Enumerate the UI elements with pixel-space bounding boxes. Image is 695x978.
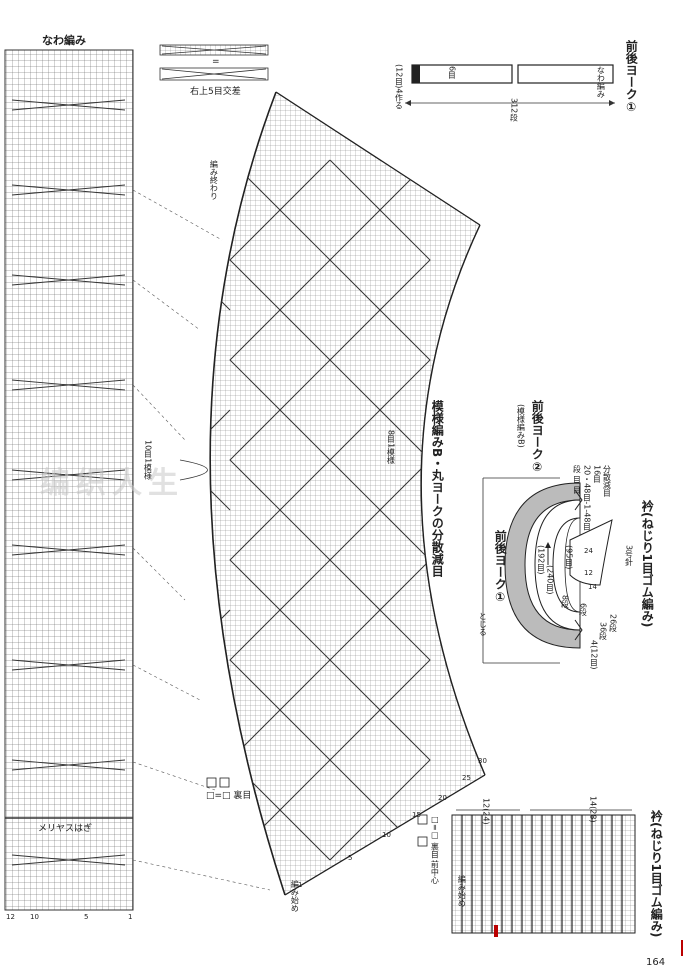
row-30: 30: [478, 757, 487, 765]
row-5: 5: [348, 854, 353, 862]
bottom-marker: 編み始め: [290, 880, 300, 912]
decrease-sts: 16目: [592, 465, 602, 484]
schematic-yoke1-title: 前後ヨーク①: [493, 530, 508, 604]
collar-bottom-b: 前中心: [430, 860, 440, 884]
yoke-symbol-note: □=□ 裏目: [206, 791, 252, 801]
collar-count-b: 14(28): [588, 796, 598, 823]
symbol-legend-box: [206, 777, 217, 788]
needle-size: 3号針: [624, 545, 634, 567]
count-24: 24: [584, 547, 593, 555]
cable-axis-12: 12: [6, 913, 15, 921]
pattern-repeat: 8目1模様: [386, 430, 396, 465]
close-label: とじる: [478, 612, 488, 636]
yoke1-title: 前後ヨーク①: [624, 40, 639, 114]
collar-count-a: 12(24): [481, 798, 491, 825]
symbol-legend-box: [417, 814, 428, 825]
decrease-range: 20・48目-1-48目: [582, 465, 592, 531]
yoke-schematic: [482, 477, 613, 664]
legend-cross-label: 右上5目交差: [190, 87, 241, 97]
collar-chart: [451, 809, 636, 937]
schematic-collar-title: 衿(ねじり1目ゴム編み): [640, 500, 655, 628]
symbol-legend-box: [219, 777, 230, 788]
collar-bottom-a: 編み始め: [457, 875, 467, 907]
schematic-yoke2-sub: (模様編みB): [516, 404, 526, 448]
small-6: 6段: [578, 603, 588, 617]
yoke-side-label: (12目)4作る: [394, 64, 404, 110]
rows-top: 段 目 目: [572, 465, 582, 495]
cable-cross-legend: [159, 44, 269, 81]
page-number: 164: [646, 957, 666, 968]
row-15: 15: [412, 811, 421, 819]
connector-lines: [132, 189, 271, 891]
right-b: 36段: [598, 622, 608, 641]
right-a: 26段: [608, 614, 618, 633]
count-center: (95目): [564, 545, 574, 570]
count-bottom: 8段: [560, 595, 570, 609]
collar-chart-title: 衿(ねじり1目ゴム編み): [649, 810, 664, 938]
row-20: 20: [438, 794, 447, 802]
decrease-note: 分散減目: [602, 465, 612, 497]
cable-strip: [4, 49, 134, 911]
yoke-strip-label: なわ編み: [596, 66, 606, 98]
legend-equal: =: [212, 57, 220, 67]
right-c: 4(12目): [589, 640, 599, 670]
collar-symbol-note: □=□ 裏目: [430, 815, 440, 859]
count-mid: (240目): [545, 565, 555, 595]
yoke-chart: [179, 91, 486, 896]
count-192: (192目): [536, 545, 546, 575]
schematic-yoke2-title: 前後ヨーク②: [530, 400, 545, 474]
top-marker: 編み終わり: [209, 160, 219, 200]
watermark: 编织人生: [40, 466, 184, 501]
small-14: 14: [588, 583, 597, 591]
diamond-lattice: [210, 159, 431, 861]
count-12: 12: [584, 569, 593, 577]
left-repeat: 10目1模様: [143, 440, 153, 480]
cable-axis-1: 1: [128, 913, 133, 921]
yoke-rows-label: 312段: [509, 98, 519, 122]
yoke-strip: [405, 64, 615, 106]
cable-axis-5: 5: [84, 913, 89, 921]
row-10: 10: [382, 831, 391, 839]
row-1: 1: [298, 881, 303, 889]
cable-title: なわ編み: [42, 34, 86, 47]
stockinette-label: メリヤスはぎ: [38, 824, 93, 834]
symbol-legend-box: [417, 836, 428, 847]
yoke-chart-title: 模様編みB・丸ヨークの分散減目: [430, 400, 445, 578]
row-25: 25: [462, 774, 471, 782]
cable-axis-10: 10: [30, 913, 39, 921]
yoke-strip-sub: 6目: [447, 66, 457, 80]
